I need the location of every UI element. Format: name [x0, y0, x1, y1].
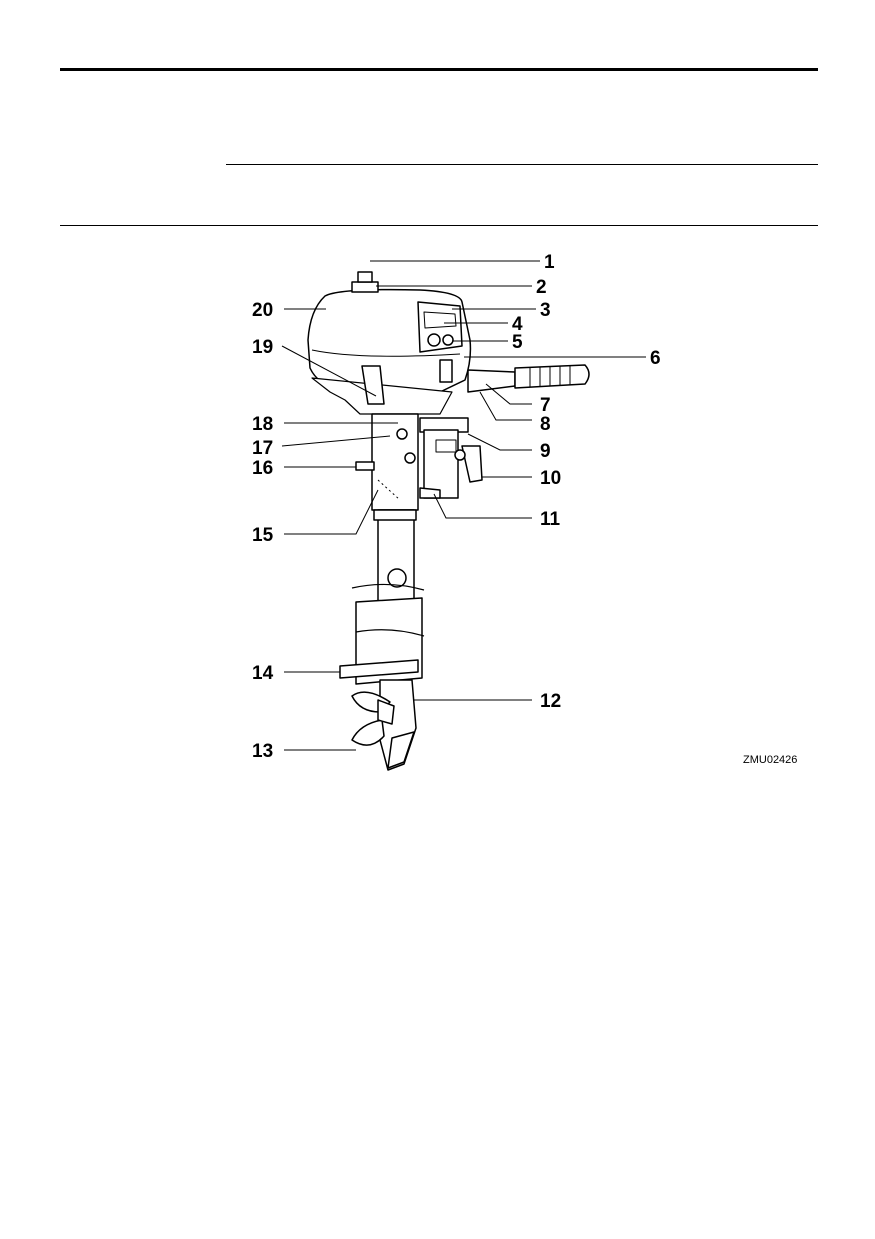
callout-20: 20: [252, 300, 273, 321]
callout-4: 4: [512, 314, 523, 335]
section-rule: [60, 225, 818, 226]
callout-15: 15: [252, 525, 274, 546]
callout-7: 7: [540, 395, 551, 416]
callout-9: 9: [540, 441, 551, 462]
callout-17: 17: [252, 438, 273, 459]
figure-code: ZMU02426: [743, 754, 798, 766]
motor-drawing: [307, 271, 590, 771]
callout-18: 18: [252, 414, 273, 435]
callout-6: 6: [650, 348, 661, 369]
callout-12: 12: [540, 691, 561, 712]
callout-numbers: 1 2 3 4 5 6 7 8 9 10 11 12 20 19 18 17 1…: [252, 252, 661, 762]
callout-11: 11: [540, 509, 561, 530]
callout-13: 13: [252, 741, 273, 762]
callout-1: 1: [544, 252, 555, 273]
callout-8: 8: [540, 414, 551, 435]
subheader-rule: [226, 164, 818, 165]
callout-2: 2: [536, 277, 547, 298]
callout-14: 14: [252, 663, 274, 684]
callout-19: 19: [252, 337, 273, 358]
callout-16: 16: [252, 458, 273, 479]
leader-lines: [281, 260, 646, 751]
callout-5: 5: [512, 332, 523, 353]
callout-10: 10: [540, 468, 561, 489]
callout-3: 3: [540, 300, 551, 321]
header-rule: [60, 68, 818, 71]
